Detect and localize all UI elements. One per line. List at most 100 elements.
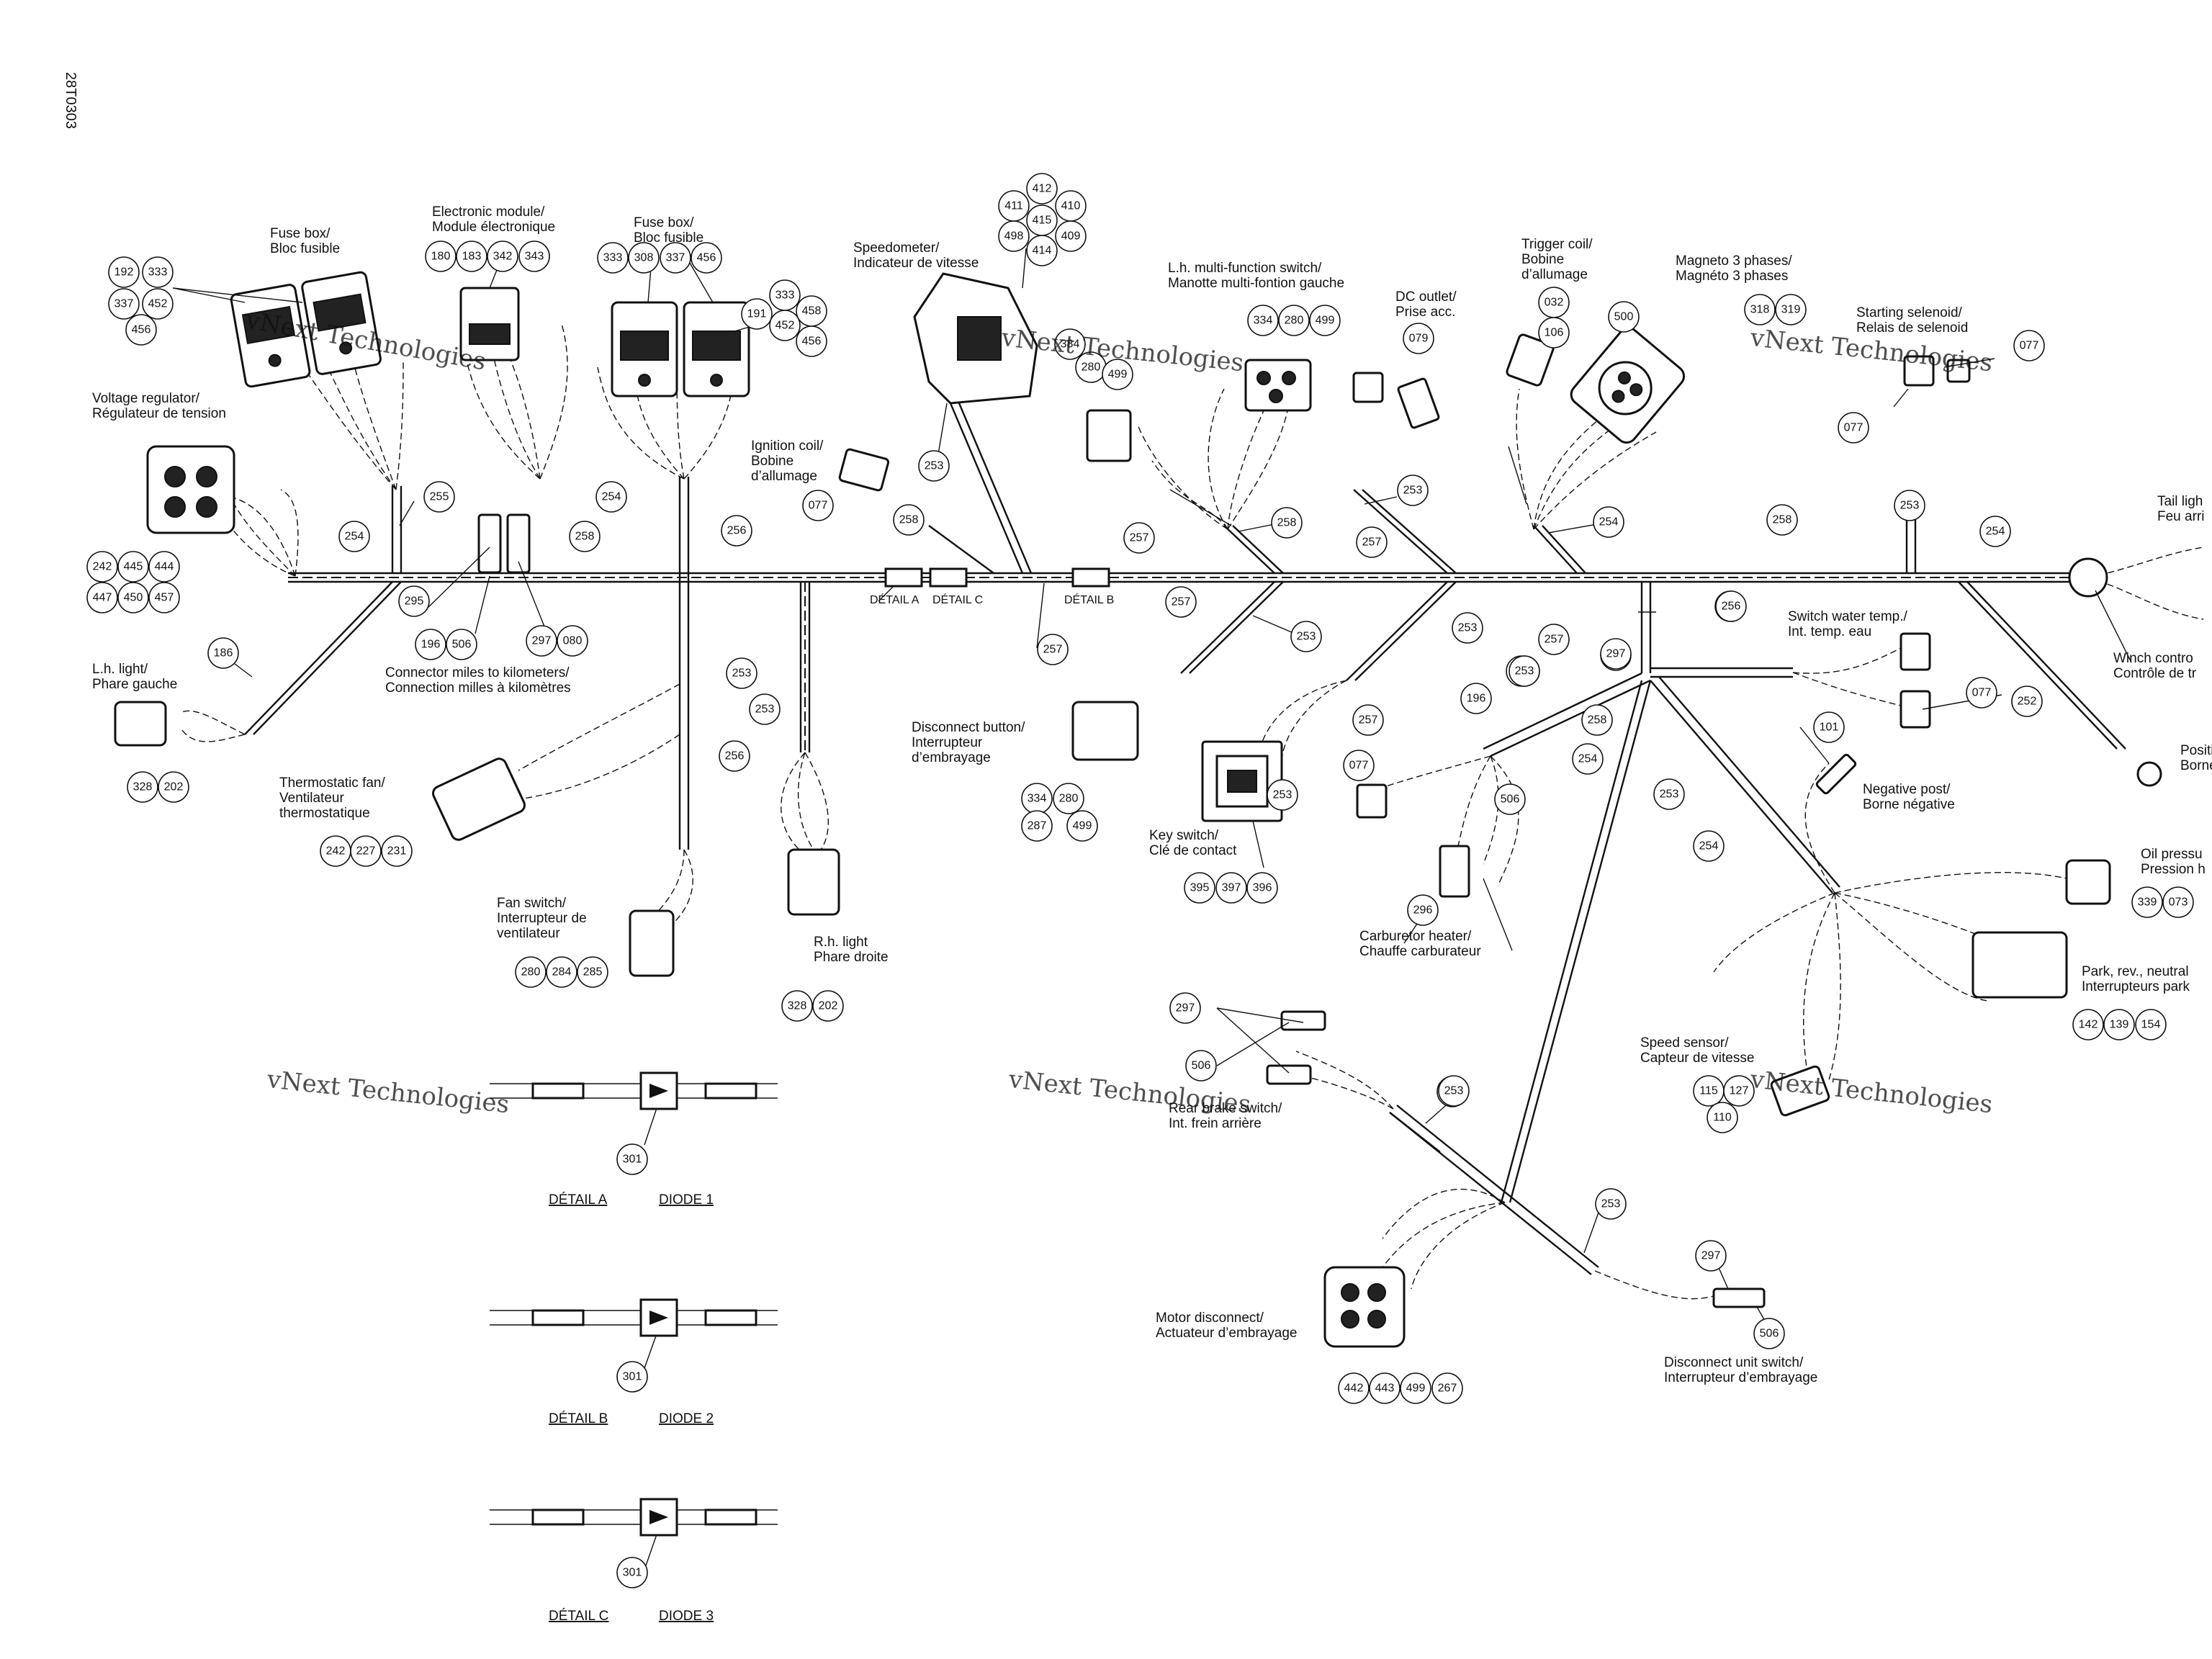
key-switch-label: Key switch/Clé de contact (1149, 828, 1237, 858)
svg-text:Switch water temp./: Switch water temp./ (1788, 609, 1907, 624)
fusebox2-label: Fuse box/Bloc fusible (634, 215, 703, 246)
svg-text:Interrupteur de: Interrupteur de (497, 911, 587, 926)
svg-text:Bloc fusible: Bloc fusible (270, 241, 340, 256)
svg-text:443: 443 (1375, 1382, 1395, 1395)
svg-text:Indicateur de vitesse: Indicateur de vitesse (853, 256, 979, 271)
detail-c-diode: DIODE 3 (659, 1609, 714, 1624)
carburetor-heater-ref: 506 (1494, 783, 1526, 815)
svg-text:Disconnect button/: Disconnect button/ (912, 720, 1025, 735)
svg-text:257: 257 (1362, 536, 1382, 549)
svg-text:415: 415 (1033, 215, 1052, 227)
svg-text:d’allumage: d’allumage (751, 469, 817, 484)
speedometer-ref: 411 (998, 190, 1030, 222)
harness-ref: 253 (1653, 778, 1685, 810)
svg-text:077: 077 (1349, 760, 1369, 772)
svg-text:ventilateur: ventilateur (497, 926, 560, 941)
fusebox2-ref: 333 (597, 242, 629, 274)
fusebox2-ref: 191 (741, 298, 773, 330)
inline-detail-c (929, 567, 968, 588)
speed-sensor-label: Speed sensor/Capteur de vitesse (1640, 1035, 1754, 1066)
svg-text:499: 499 (1108, 369, 1128, 381)
harness-ref: 257 (1123, 522, 1155, 554)
svg-text:Chauffe carburateur: Chauffe carburateur (1359, 944, 1481, 959)
speed-sensor-ref: 115 (1693, 1075, 1725, 1107)
harness-ref: 253 (1509, 655, 1540, 687)
svg-text:450: 450 (124, 592, 143, 604)
harness-ref: 254 (1572, 743, 1604, 775)
svg-text:thermostatique: thermostatique (279, 806, 370, 821)
svg-text:032: 032 (1545, 297, 1564, 309)
harness-ref: 253 (749, 693, 781, 725)
harness-ref: 297 (1600, 638, 1632, 670)
key-switch-ref: 395 (1184, 872, 1215, 904)
winch-control-connector (2068, 557, 2108, 598)
svg-text:284: 284 (552, 966, 572, 979)
svg-text:456: 456 (132, 324, 151, 336)
svg-text:328: 328 (788, 1000, 807, 1012)
fusebox1-ref: 456 (125, 314, 157, 346)
fusebox1-ref: 337 (108, 288, 140, 320)
svg-text:253: 253 (732, 667, 752, 680)
svg-text:255: 255 (430, 491, 449, 503)
svg-text:Speedometer/: Speedometer/ (853, 240, 940, 256)
svg-text:Fan switch/: Fan switch/ (497, 896, 567, 911)
inline-marker-label: DÉTAIL B (1064, 593, 1114, 606)
svg-text:253: 253 (1458, 622, 1478, 634)
svg-text:396: 396 (1253, 882, 1272, 894)
lh-light-label: L.h. light/Phare gauche (92, 662, 177, 692)
svg-text:506: 506 (452, 639, 472, 651)
svg-text:Phare gauche: Phare gauche (92, 677, 177, 692)
harness-ref: 256 (1715, 590, 1747, 622)
speed-sensor-connector (1770, 1065, 1830, 1117)
negative-post-connector (1815, 753, 1857, 795)
svg-text:R.h. light: R.h. light (814, 935, 868, 950)
fusebox2-ref: 456 (796, 325, 827, 357)
electronic-module-label: Electronic module/Module électronique (432, 204, 555, 235)
svg-text:333: 333 (603, 252, 623, 264)
svg-text:Ignition coil/: Ignition coil/ (751, 439, 824, 454)
disconnect-unit-switch-ref: 506 (1753, 1318, 1785, 1349)
svg-text:077: 077 (1844, 422, 1863, 434)
svg-text:458: 458 (802, 305, 822, 318)
svg-text:253: 253 (1515, 665, 1534, 678)
ignition-coil-connector (838, 448, 890, 492)
svg-text:Clé de contact: Clé de contact (1149, 843, 1237, 858)
svg-text:506: 506 (1192, 1060, 1211, 1072)
svg-text:Park, rev., neutral: Park, rev., neutral (2082, 964, 2189, 979)
svg-text:Fuse box/: Fuse box/ (634, 215, 694, 230)
svg-text:409: 409 (1061, 230, 1081, 243)
harness-ref: 254 (1593, 506, 1624, 538)
svg-text:Fuse box/: Fuse box/ (270, 226, 331, 241)
svg-text:280: 280 (1285, 315, 1304, 327)
voltage-regulator-ref: 450 (117, 582, 149, 613)
svg-text:301: 301 (623, 1371, 642, 1383)
harness-ref: 253 (918, 450, 950, 482)
component-labels: Fuse box/Bloc fusible Electronic module/M… (92, 204, 2212, 1385)
lh-light-ref: 202 (158, 771, 189, 803)
detail-titles: DÉTAIL A DIODE 1 DÉTAIL B DIODE 2 DÉTAIL… (549, 1192, 714, 1624)
detail-b-diode: DIODE 2 (659, 1411, 714, 1426)
motor-disconnect-ref: 442 (1338, 1372, 1370, 1404)
harness-ref: 258 (1581, 704, 1613, 736)
svg-text:258: 258 (575, 531, 595, 543)
svg-text:Connector miles to kilometers/: Connector miles to kilometers/ (385, 665, 570, 680)
svg-text:Interrupteur d’embrayage: Interrupteur d’embrayage (1664, 1370, 1817, 1385)
harness-ref: 253 (1595, 1188, 1627, 1220)
svg-text:L.h. multi-function switch/: L.h. multi-function switch/ (1168, 261, 1322, 276)
fusebox2-ref: 337 (660, 242, 691, 274)
svg-text:498: 498 (1004, 230, 1024, 243)
carburetor-heater-ref: 296 (1407, 894, 1439, 926)
trigger-coil-connector (1506, 333, 1555, 387)
disconnect-button-ref: 334 (1021, 783, 1053, 814)
park-rev-neutral-ref: 154 (2135, 1009, 2167, 1040)
svg-text:110: 110 (1713, 1112, 1732, 1124)
detail-ref-301: 301 301 301 (616, 1143, 648, 1588)
svg-text:452: 452 (148, 298, 168, 310)
fusebox2-ref: 456 (691, 242, 722, 274)
svg-text:Feu arri: Feu arri (2157, 509, 2204, 524)
rh-light-ref: 202 (812, 990, 844, 1022)
svg-text:456: 456 (802, 336, 822, 348)
